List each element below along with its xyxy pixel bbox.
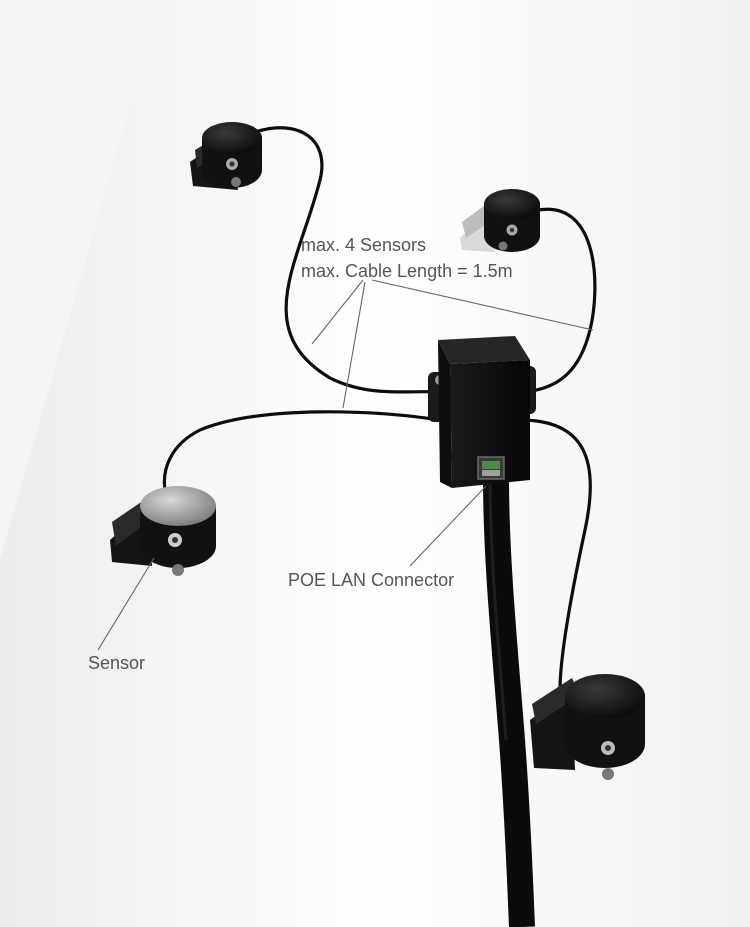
cable-left [162,410,440,492]
leader-cable-left [311,279,364,345]
cable-top-right [523,207,597,394]
sensor-top-left [190,122,262,190]
cable-bottom-right [518,418,592,692]
sensor-cables [162,126,597,692]
label-poe-connector: POE LAN Connector [288,570,455,590]
leader-cable-right [371,279,594,331]
leader-lines [97,279,594,651]
leader-cable-center [342,281,366,409]
leader-sensor [97,557,155,651]
sensor-left [110,486,216,576]
label-max-cable-length: max. Cable Length = 1.5m [301,261,513,281]
poe-hub-box [428,336,536,488]
sensor-bottom-right [530,674,645,780]
cable-top-left [253,126,440,394]
label-max-sensors: max. 4 Sensors [301,235,427,255]
sensor-top-right [460,189,540,252]
lan-cable [483,477,535,927]
label-sensor: Sensor [88,653,146,673]
leader-poe [409,485,487,567]
